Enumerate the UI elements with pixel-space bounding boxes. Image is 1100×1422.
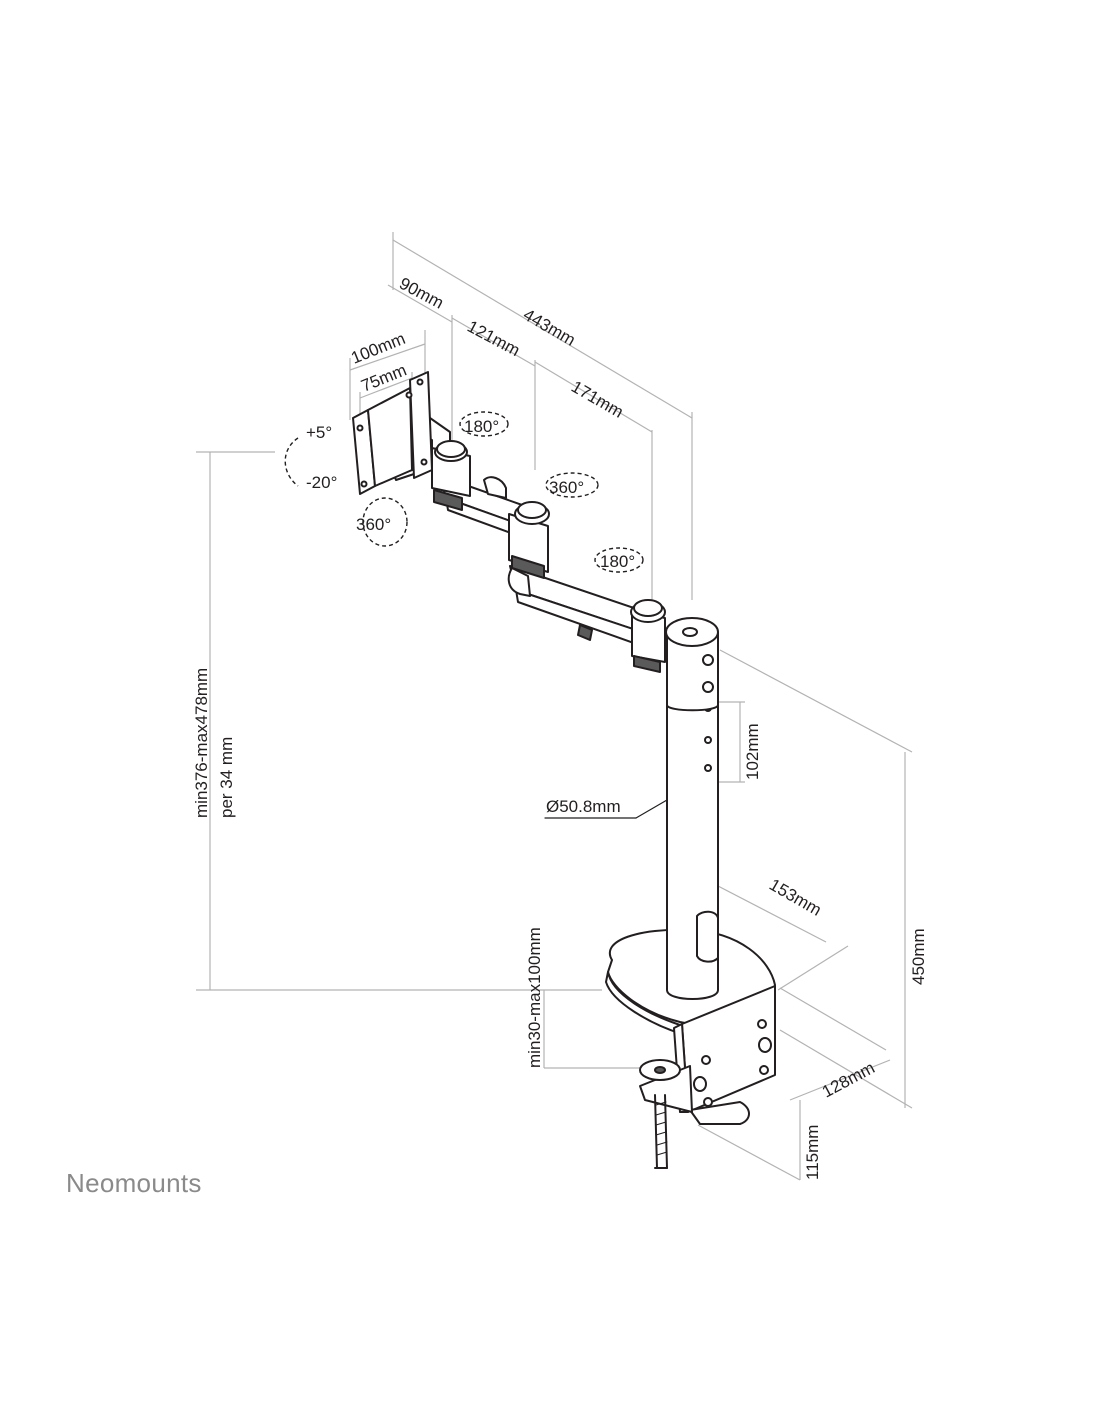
label-hole-spacing: 102mm xyxy=(743,723,762,780)
label-plate-offset: 90mm xyxy=(396,274,447,313)
label-joint-3: 180° xyxy=(600,552,635,571)
rotation-indicators xyxy=(284,411,644,573)
pole xyxy=(665,617,719,1000)
label-height-step: per 34 mm xyxy=(217,737,236,818)
label-pole-height: 450mm xyxy=(909,928,928,985)
label-plate-rotate: 360° xyxy=(356,515,391,534)
label-vesa-small: 75mm xyxy=(358,360,409,395)
label-base-depth: 128mm xyxy=(819,1058,878,1101)
label-base-width: 153mm xyxy=(766,875,825,920)
label-joint-2: 360° xyxy=(549,478,584,497)
label-arm-segment-2: 171mm xyxy=(568,377,627,422)
label-height-range: min376-max478mm xyxy=(192,668,211,818)
rotation-labels: +5° -20° 360° 180° 360° 180° xyxy=(306,417,635,571)
vesa-head xyxy=(352,371,471,511)
label-clamp-depth: 115mm xyxy=(803,1125,822,1180)
label-tilt-up: +5° xyxy=(306,423,332,442)
label-tilt-down: -20° xyxy=(306,473,337,492)
label-total-depth: 443mm xyxy=(520,305,579,350)
dimension-lines xyxy=(196,232,913,1181)
arm-segment-2 xyxy=(509,565,666,673)
label-joint-1: 180° xyxy=(464,417,499,436)
dimension-labels: 90mm 443mm 121mm 171mm 100mm 75mm min376… xyxy=(192,274,928,1180)
brand-logo: Neomounts xyxy=(66,1168,202,1198)
label-pole-diameter: Ø50.8mm xyxy=(546,797,621,816)
label-clamp-range: min30-max100mm xyxy=(525,927,544,1068)
label-arm-segment-1: 121mm xyxy=(464,317,523,360)
